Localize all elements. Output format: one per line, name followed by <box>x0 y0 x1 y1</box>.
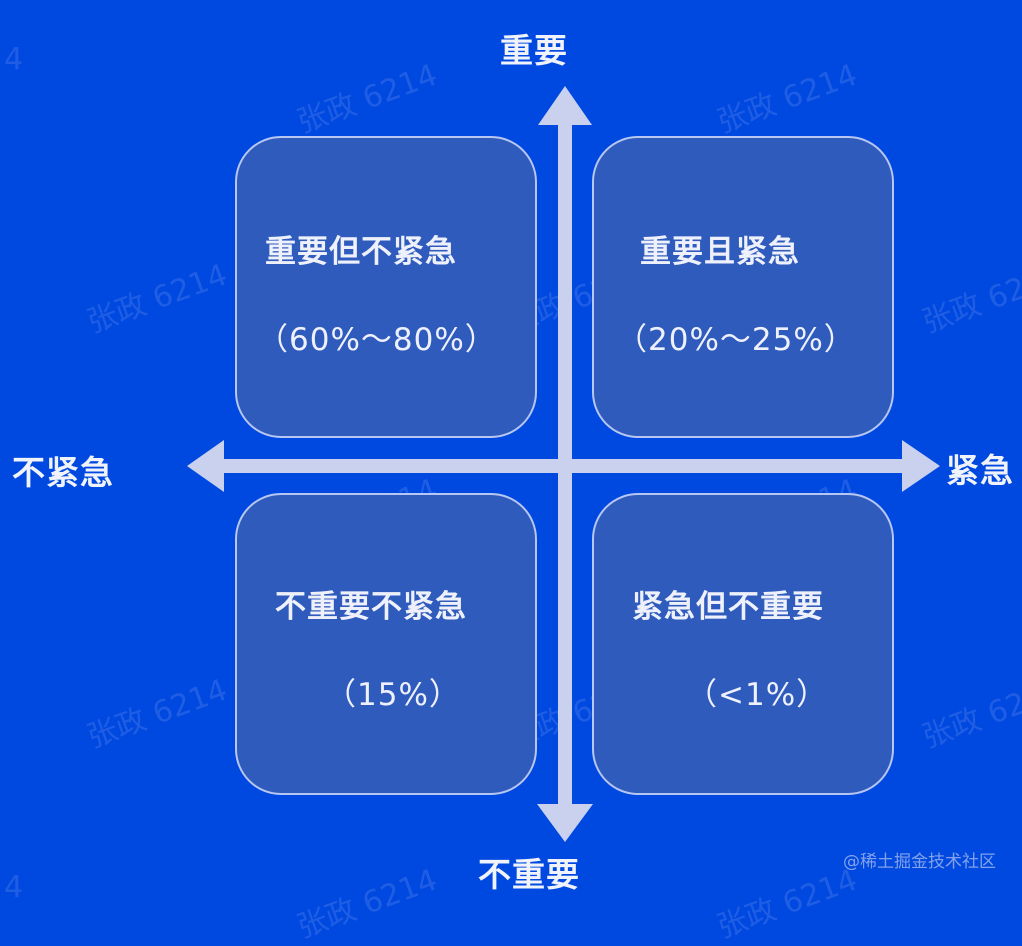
arrow-up-icon <box>538 86 592 125</box>
axis-label-not-important: 不重要 <box>478 855 580 894</box>
quadrant-not-important-not-urgent: 不重要不紧急 （15%） <box>235 493 537 795</box>
axis-label-not-urgent: 不紧急 <box>12 453 114 492</box>
axis-label-important: 重要 <box>500 31 568 70</box>
quadrant-percent: （<1%） <box>686 677 829 713</box>
arrow-right-icon <box>902 440 940 492</box>
axis-label-urgent: 紧急 <box>946 451 1014 490</box>
quadrant-important-urgent: 重要且紧急 （20%～25%） <box>592 136 894 438</box>
arrow-left-icon <box>187 440 224 492</box>
quadrant-urgent-not-important: 紧急但不重要 （<1%） <box>592 493 894 795</box>
quadrant-percent: （20%～25%） <box>616 322 856 358</box>
axes <box>187 86 940 842</box>
quadrant-percent: （60%～80%） <box>257 322 497 358</box>
quadrant-title: 紧急但不重要 <box>632 589 824 625</box>
quadrant-important-not-urgent: 重要但不紧急 （60%～80%） <box>235 136 537 438</box>
source-credit: @稀土掘金技术社区 <box>843 852 996 872</box>
horizontal-axis <box>218 459 908 473</box>
quadrant-percent: （15%） <box>325 677 461 713</box>
quadrant-title: 重要但不紧急 <box>265 234 457 270</box>
quadrant-title: 不重要不紧急 <box>275 589 467 625</box>
arrow-down-icon <box>537 804 593 842</box>
quadrant-title: 重要且紧急 <box>640 234 800 270</box>
